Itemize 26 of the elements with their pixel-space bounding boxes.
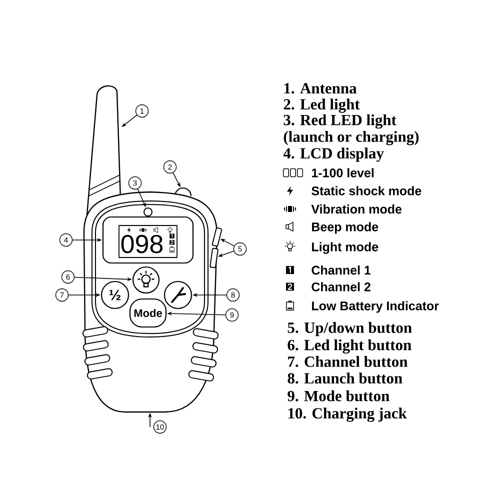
lcd-screen: 098	[102, 216, 194, 264]
led-indicator	[143, 207, 153, 217]
round-button	[132, 266, 160, 294]
round-button	[164, 280, 192, 310]
list-item: 3. Red LED light (launch or charging)	[284, 114, 419, 146]
legend-text: Beep mode	[312, 222, 378, 234]
legend-text: Light mode	[312, 242, 378, 254]
list-item: 5. Up/down button	[288, 322, 412, 336]
list-item: 2. Led light	[284, 98, 360, 113]
legend-text: Vibration mode	[311, 204, 402, 214]
legend-text: Static shock mode	[312, 186, 422, 196]
legend-text: 1-100 level	[312, 168, 374, 178]
round-button: Mode	[129, 298, 167, 328]
list-item: 6. Led light button	[288, 339, 412, 354]
legend-text: Low Battery Indicator	[312, 301, 439, 313]
list-item: 7. Channel button	[288, 356, 408, 368]
legend-text: Channel 1	[312, 265, 371, 275]
side-button	[212, 227, 222, 247]
side-button	[210, 248, 218, 268]
list-item: 10. Charging jack	[288, 408, 407, 422]
round-button: ½	[100, 280, 130, 310]
list-item: 9. Mode button	[288, 390, 390, 402]
legend-text: Channel 2	[312, 282, 370, 292]
list-item: 8. Launch button	[288, 372, 402, 384]
list-item: 1. Antenna	[284, 83, 357, 94]
list-item: 4. LCD display	[283, 148, 384, 162]
